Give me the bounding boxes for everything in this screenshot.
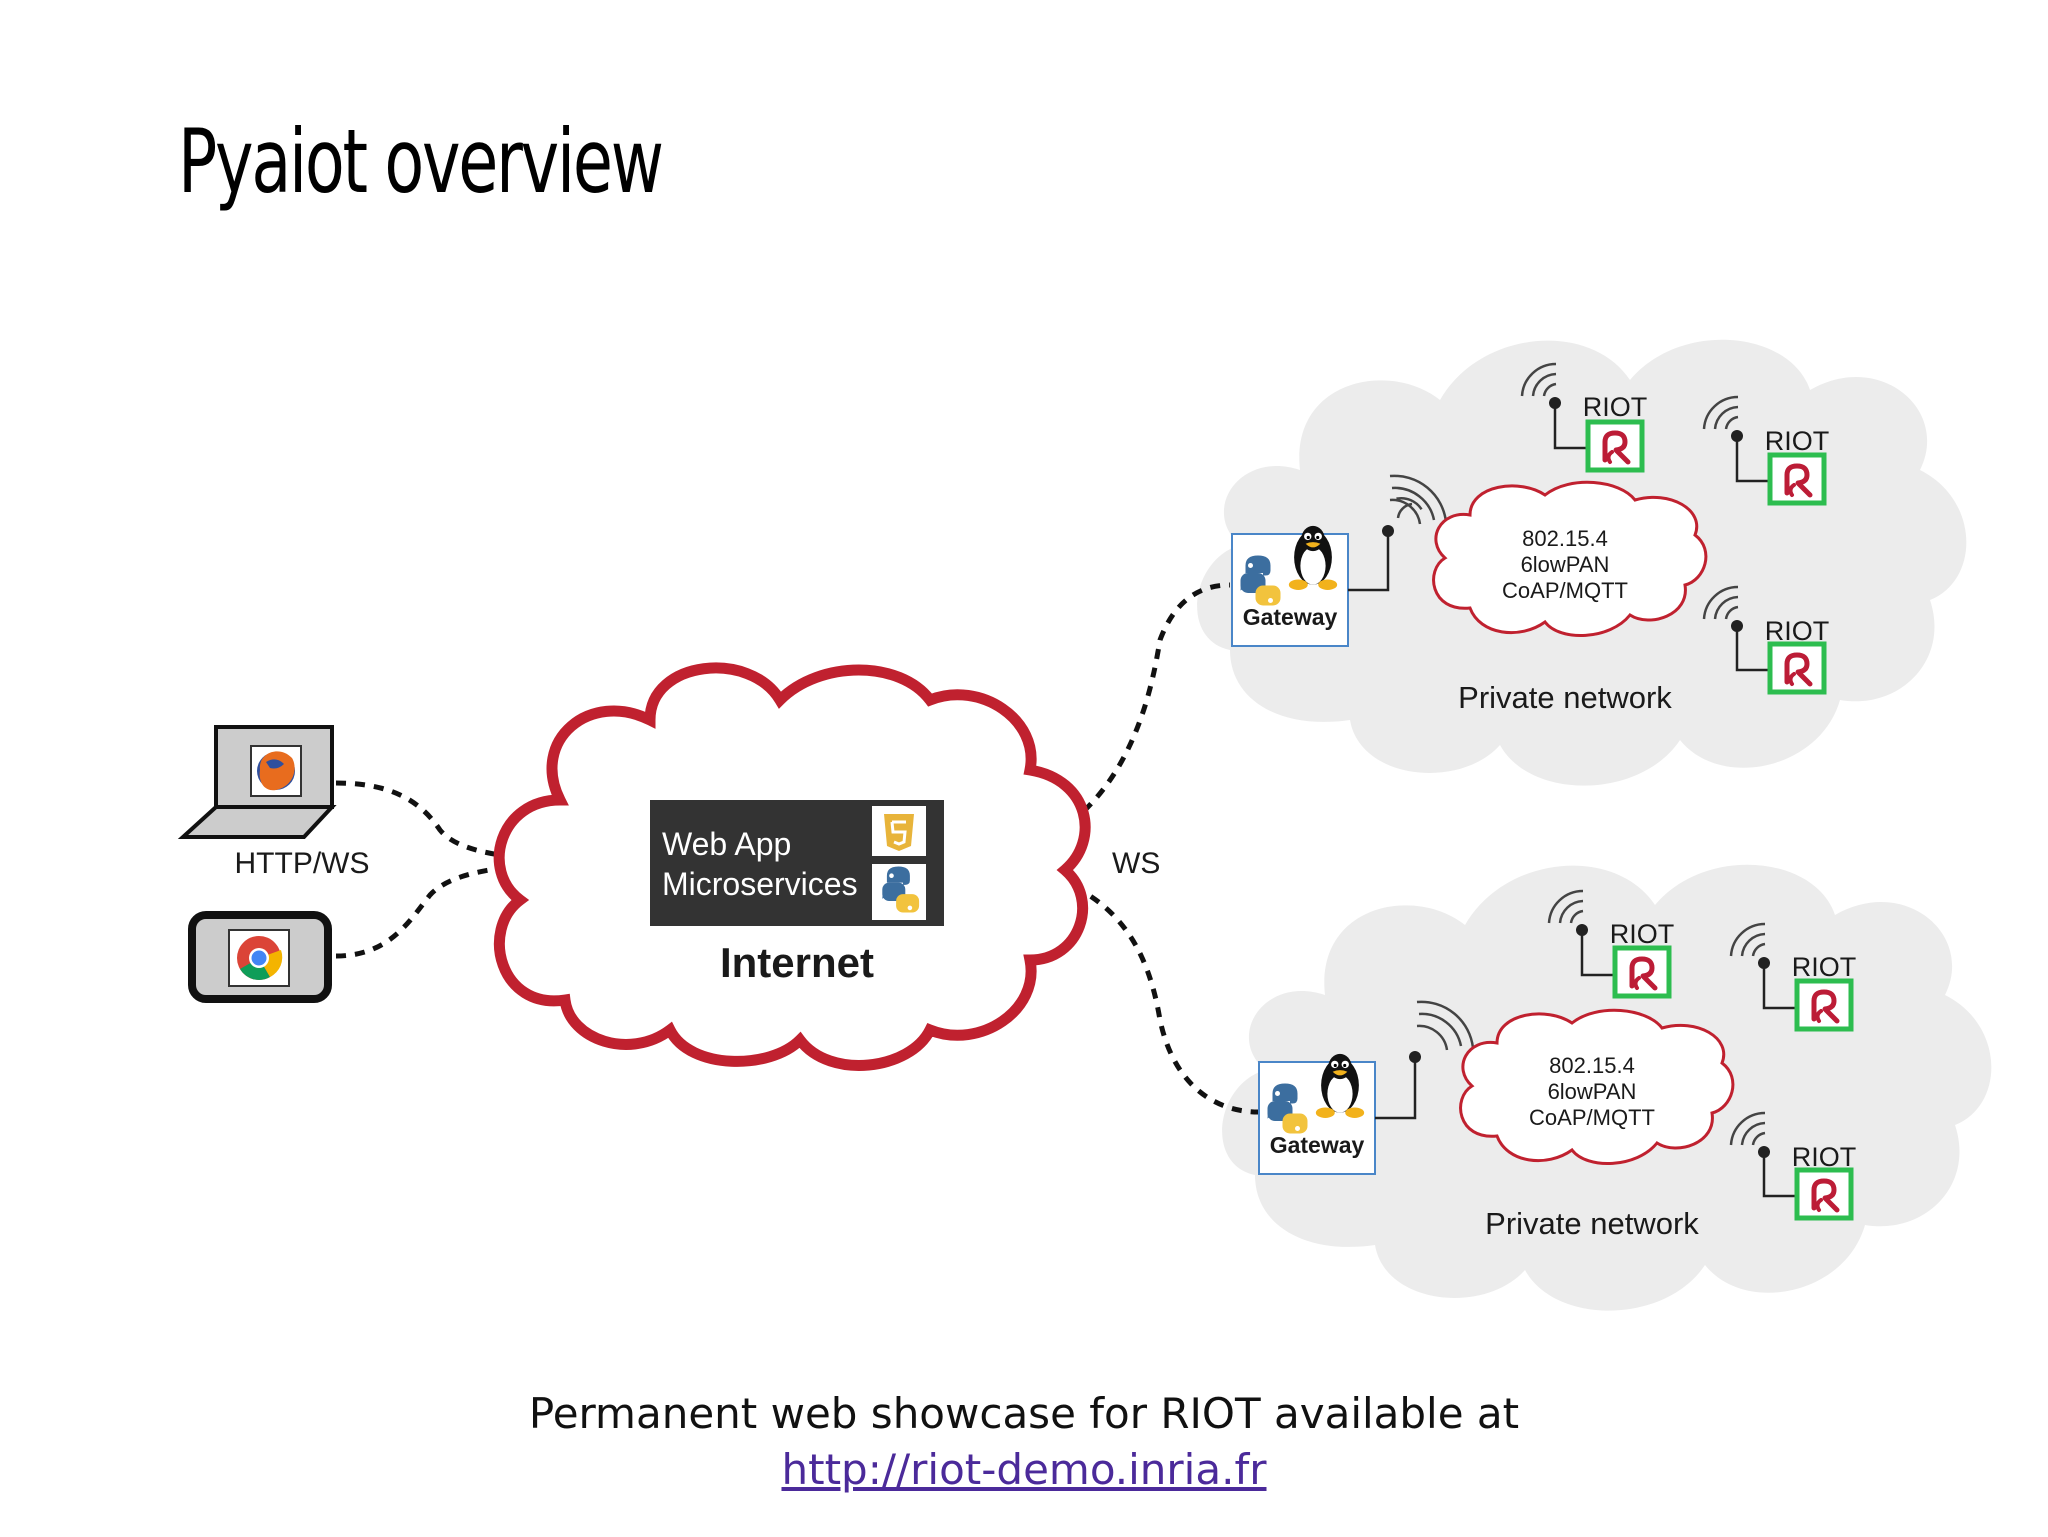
chrome-icon bbox=[228, 929, 290, 987]
private-network-1-label: Private network bbox=[1458, 680, 1672, 715]
gateway-2: Gateway bbox=[1258, 1053, 1376, 1175]
phone-connection bbox=[335, 859, 641, 959]
protocol-2-line2: 6lowPAN bbox=[1548, 1079, 1637, 1104]
protocol-2-line1: 802.15.4 bbox=[1549, 1053, 1635, 1078]
riot-node-1c: RIOT bbox=[1702, 585, 1830, 692]
smartphone-icon bbox=[188, 911, 332, 1003]
microservices-label: Microservices bbox=[662, 866, 858, 902]
firefox-icon bbox=[250, 745, 302, 797]
riot-node-1a-label: RIOT bbox=[1583, 392, 1648, 422]
gateway-1-antenna bbox=[1382, 474, 1448, 537]
gateway-2-antenna bbox=[1409, 1000, 1475, 1063]
http-ws-label: HTTP/WS bbox=[235, 847, 370, 880]
riot-node-2b-label: RIOT bbox=[1792, 952, 1857, 982]
riot-node-1a: RIOT bbox=[1520, 362, 1648, 470]
internet-label: Internet bbox=[720, 939, 874, 986]
riot-node-2b: RIOT bbox=[1729, 922, 1857, 1029]
webapp-label: Web App bbox=[662, 826, 791, 862]
footer-text: Permanent web showcase for RIOT availabl… bbox=[528, 1389, 1520, 1438]
protocol-cloud-2: 802.15.4 6lowPAN CoAP/MQTT bbox=[1459, 1008, 1735, 1166]
footer: Permanent web showcase for RIOT availabl… bbox=[0, 1386, 2048, 1498]
riot-node-1b-label: RIOT bbox=[1765, 426, 1830, 456]
protocol-1-line3: CoAP/MQTT bbox=[1502, 578, 1628, 603]
private-network-2-label: Private network bbox=[1485, 1206, 1699, 1241]
riot-node-2a: RIOT bbox=[1547, 889, 1675, 996]
python-icon bbox=[872, 864, 926, 920]
protocol-1-line1: 802.15.4 bbox=[1522, 526, 1608, 551]
riot-node-2c-label: RIOT bbox=[1792, 1142, 1857, 1172]
riot-node-2c: RIOT bbox=[1729, 1111, 1857, 1218]
gateway-1: Gateway bbox=[1231, 525, 1349, 647]
laptop-connection bbox=[335, 780, 641, 865]
riot-node-1c-label: RIOT bbox=[1765, 616, 1830, 646]
protocol-cloud-1: 802.15.4 6lowPAN CoAP/MQTT bbox=[1432, 480, 1708, 638]
riot-node-1b: RIOT bbox=[1702, 395, 1830, 503]
slide-title: Pyaiot overview bbox=[178, 110, 664, 213]
protocol-1-line2: 6lowPAN bbox=[1521, 552, 1610, 577]
ws-label: WS bbox=[1112, 847, 1160, 880]
laptop-icon bbox=[177, 725, 337, 839]
demo-link[interactable]: http://riot-demo.inria.fr bbox=[781, 1445, 1267, 1494]
protocol-2-line3: CoAP/MQTT bbox=[1529, 1105, 1655, 1130]
riot-node-2a-label: RIOT bbox=[1610, 919, 1675, 949]
gateway-1-label: Gateway bbox=[1243, 604, 1338, 630]
webapp-microservices-box: Web App Microservices bbox=[650, 800, 944, 926]
js-html5-icon bbox=[872, 806, 926, 856]
gateway-2-label: Gateway bbox=[1270, 1132, 1365, 1158]
